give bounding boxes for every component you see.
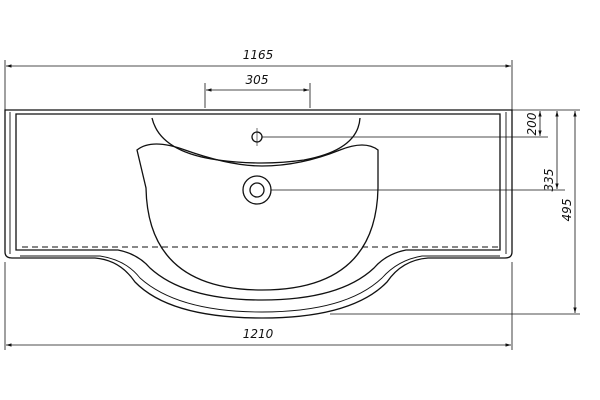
drain-outer: [242, 175, 272, 205]
sink-rim-line: [9, 112, 507, 254]
sink-outer-contour: [4, 109, 513, 319]
basin-bowl: [151, 117, 361, 164]
sink-outline: [4, 109, 513, 319]
dim-label-305: 305: [246, 73, 269, 87]
dim-label-1210: 1210: [243, 327, 274, 341]
sink-inner-rim: [15, 113, 501, 301]
dim-label-200: 200: [525, 112, 539, 135]
sink-front-edge: [20, 255, 500, 313]
dimension-lines: [4, 60, 580, 350]
dim-label-335: 335: [542, 169, 556, 192]
basin-bowl-inner: [136, 143, 379, 291]
drain-inner: [249, 182, 265, 198]
dim-label-1165: 1165: [243, 48, 274, 62]
dim-label-495: 495: [560, 199, 574, 222]
